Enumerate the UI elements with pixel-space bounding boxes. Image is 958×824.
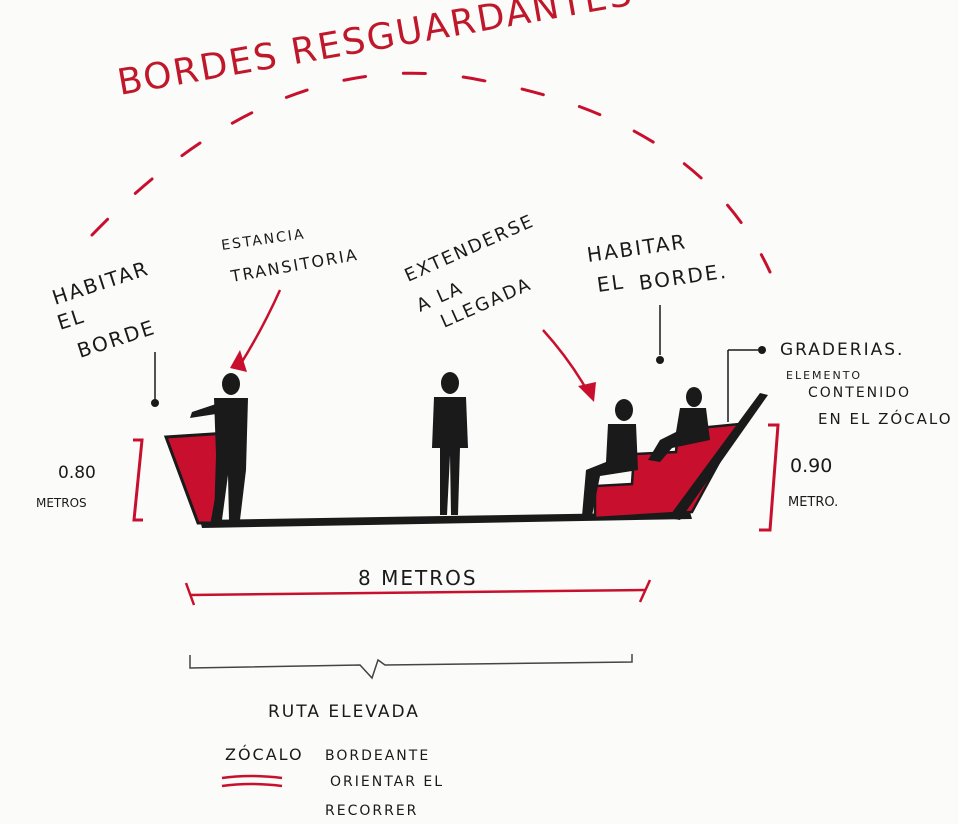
- standing-figure-center: [432, 372, 468, 515]
- label-graderias-2: ELEMENTO: [786, 369, 862, 382]
- width-tick-right: [638, 579, 652, 603]
- left-plinth: [163, 431, 230, 525]
- label-habitar-right-1: HABITAR: [585, 229, 688, 267]
- label-habitar-right-3: BORDE.: [637, 259, 729, 295]
- label-height-left-value: 0.80: [58, 463, 96, 483]
- arrow-extenderse-head: [578, 382, 596, 402]
- height-bracket-right: [759, 423, 780, 532]
- label-estancia-1: ESTANCIA: [220, 226, 306, 254]
- sketch-title: BORDES RESGUARDANTES: [114, 0, 636, 104]
- legend-line-2: ORIENTAR EL: [330, 774, 444, 790]
- label-graderias-1: GRADERIAS.: [780, 340, 904, 360]
- label-height-left-unit: METROS: [36, 496, 87, 510]
- legend-line-3: RECORRER: [325, 803, 418, 819]
- label-height-right-value: 0.90: [790, 455, 832, 477]
- legend-swatch-line-1: [221, 774, 283, 780]
- seated-figure-low: [582, 399, 638, 516]
- pointer-dot-right: [656, 356, 664, 364]
- ground-slab: [200, 512, 692, 528]
- right-bleachers: [593, 422, 743, 520]
- label-habitar-left-1: HABITAR: [49, 256, 152, 310]
- seated-figure-high: [648, 387, 710, 462]
- legend-swatch-line-2: [221, 782, 283, 788]
- label-graderias-4: EN EL ZÓCALO: [818, 409, 953, 428]
- right-edge-wall: [668, 393, 768, 520]
- width-dimension-line: [189, 588, 646, 597]
- arrow-extenderse: [542, 329, 590, 393]
- standing-figure-left: [190, 373, 248, 520]
- label-height-right-unit: METRO.: [788, 495, 838, 510]
- label-graderias-3: CONTENIDO: [808, 385, 911, 401]
- legend-key: ZÓCALO: [225, 745, 304, 764]
- label-estancia-2: TRANSITORIA: [228, 245, 360, 286]
- label-ruta: RUTA ELEVADA: [268, 702, 420, 722]
- protective-arc: [90, 71, 772, 274]
- label-width: 8 METROS: [358, 566, 478, 590]
- height-bracket-left: [132, 438, 144, 522]
- width-tick-left: [184, 582, 196, 606]
- arrow-estancia-head: [230, 350, 247, 372]
- pointer-dot-graderias: [758, 346, 766, 354]
- pointer-dot-left: [151, 399, 159, 407]
- label-extenderse-1: EXTENDERSE: [401, 211, 537, 287]
- arrow-estancia: [238, 289, 282, 366]
- label-habitar-left-3: BORDE: [74, 315, 158, 363]
- legend-line-1: BORDEANTE: [325, 748, 430, 764]
- ruta-profile-line: [189, 654, 633, 680]
- label-habitar-right-2: EL: [595, 269, 626, 297]
